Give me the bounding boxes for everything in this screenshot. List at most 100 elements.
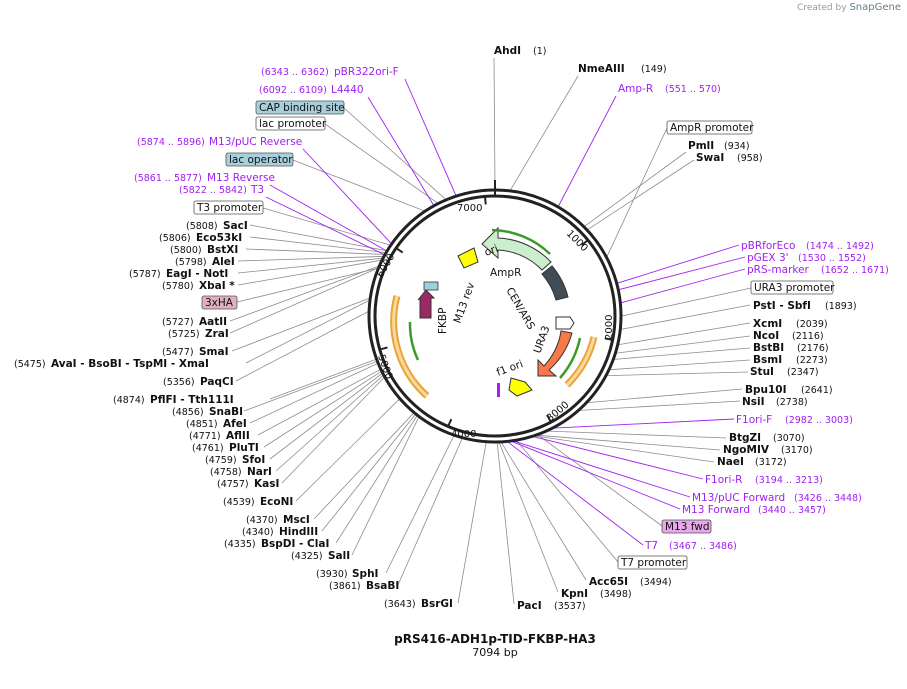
site-bstbi[interactable]: BstBI bbox=[753, 342, 784, 354]
site-swai-pos: (958) bbox=[737, 153, 763, 164]
primer-t7[interactable]: T7 bbox=[644, 540, 658, 552]
m13-rev-feature bbox=[423, 281, 439, 291]
site-eco53ki[interactable]: Eco53kI bbox=[196, 232, 242, 244]
site-aflii[interactable]: AflII bbox=[226, 430, 250, 442]
feature-leader bbox=[292, 159, 425, 212]
primer-m13-puc-forward[interactable]: M13/pUC Forward bbox=[692, 492, 785, 504]
site-afei[interactable]: AfeI bbox=[223, 418, 247, 430]
site-hindiii[interactable]: HindIII bbox=[279, 526, 318, 538]
site-nmeaiii[interactable]: NmeAIII bbox=[578, 63, 625, 75]
site-xcmi[interactable]: XcmI bbox=[753, 318, 782, 330]
site-saci[interactable]: SacI bbox=[223, 220, 248, 232]
site-leader bbox=[275, 375, 384, 472]
site-alei-pos: (5798) bbox=[175, 257, 207, 268]
site-bpu10i[interactable]: Bpu10I bbox=[745, 384, 787, 396]
site-pmli-pos: (934) bbox=[724, 141, 750, 152]
site-leader bbox=[237, 257, 382, 274]
site-pmli[interactable]: PmlI bbox=[688, 140, 714, 152]
site-psti-sbfi[interactable]: PstI - SbfI bbox=[753, 300, 811, 312]
site-bsrgi[interactable]: BsrGI bbox=[421, 598, 453, 610]
primer-m13-forward[interactable]: M13 Forward bbox=[682, 504, 750, 516]
site-pflfi-tth111i[interactable]: PflFI - Tth111I bbox=[150, 394, 234, 406]
site-sfoi-pos: (4759) bbox=[205, 455, 237, 466]
primer-leader bbox=[619, 256, 746, 291]
feature-t7-promoter-box[interactable] bbox=[617, 555, 688, 570]
site-leader bbox=[538, 434, 721, 451]
primer-f1ori-f[interactable]: F1ori-F bbox=[736, 414, 772, 426]
primer-prs-marker[interactable]: pRS-marker bbox=[747, 264, 810, 276]
tick-label-7000: 7000 bbox=[457, 203, 482, 214]
site-smai[interactable]: SmaI bbox=[199, 346, 229, 358]
feature-3xha-box[interactable] bbox=[201, 295, 238, 310]
feature-cap-binding-site-box[interactable] bbox=[255, 100, 345, 115]
site-leader bbox=[587, 159, 695, 230]
site-leader bbox=[536, 435, 715, 463]
primer-l4440[interactable]: L4440 bbox=[331, 84, 364, 96]
site-stui[interactable]: StuI bbox=[750, 366, 774, 378]
cen-ars-label: CEN/ARS bbox=[503, 286, 537, 333]
site-sphi[interactable]: SphI bbox=[352, 568, 378, 580]
site-bstxi[interactable]: BstXI bbox=[207, 244, 238, 256]
site-hindiii-pos: (4340) bbox=[242, 527, 274, 538]
site-pluti[interactable]: PluTI bbox=[229, 442, 259, 454]
site-leader bbox=[281, 377, 385, 484]
cen-ars-feature bbox=[541, 265, 569, 301]
site-avai-bsobi-tspmi-xmai[interactable]: AvaI - BsoBI - TspMI - XmaI bbox=[51, 358, 209, 370]
feature-ampr-promoter-box[interactable] bbox=[666, 120, 753, 135]
site-bspdi-clai[interactable]: BspDI - ClaI bbox=[261, 538, 329, 550]
site-bsrgi-pos: (3643) bbox=[384, 599, 416, 610]
feature-t3-promoter-box[interactable] bbox=[193, 200, 264, 215]
branding-prefix: Created by bbox=[797, 3, 847, 13]
site-xbai[interactable]: XbaI * bbox=[199, 280, 235, 292]
site-alei[interactable]: AleI bbox=[212, 256, 235, 268]
site-swai[interactable]: SwaI bbox=[696, 152, 724, 164]
primer-m13-reverse[interactable]: M13 Reverse bbox=[207, 172, 275, 184]
site-zrai[interactable]: ZraI bbox=[205, 328, 229, 340]
primer-t3[interactable]: T3 bbox=[250, 184, 264, 196]
site-econi[interactable]: EcoNI bbox=[260, 496, 293, 508]
site-snabi[interactable]: SnaBI bbox=[209, 406, 243, 418]
site-nari[interactable]: NarI bbox=[247, 466, 272, 478]
primer-m13-forward-range: (3440 .. 3457) bbox=[758, 505, 826, 516]
site-bsmi[interactable]: BsmI bbox=[753, 354, 782, 366]
site-kpni[interactable]: KpnI bbox=[561, 588, 588, 600]
site-eagi-noti[interactable]: EagI - NotI bbox=[166, 268, 228, 280]
site-btgzi[interactable]: BtgZI bbox=[729, 432, 761, 444]
site-leader bbox=[295, 399, 400, 502]
feature-lac-promoter-box[interactable] bbox=[255, 116, 326, 131]
site-kasi[interactable]: KasI bbox=[254, 478, 279, 490]
primer-labels: (6343 .. 6362) pBR322ori-F (6092 .. 6109… bbox=[134, 66, 889, 552]
feature-t3-promoter: T3 promoter bbox=[196, 202, 263, 214]
site-ahdi[interactable]: AhdI bbox=[494, 45, 521, 57]
site-naei[interactable]: NaeI bbox=[717, 456, 744, 468]
site-ncoi[interactable]: NcoI bbox=[753, 330, 779, 342]
primer-f1ori-r[interactable]: F1ori-R bbox=[705, 474, 742, 486]
feature-ampr-promoter: AmpR promoter bbox=[670, 122, 754, 134]
primer-pbrforeco[interactable]: pBRforEco bbox=[741, 240, 795, 252]
site-paqci[interactable]: PaqCI bbox=[200, 376, 234, 388]
primer-amp-r[interactable]: Amp-R bbox=[618, 83, 653, 95]
site-leader bbox=[457, 442, 487, 604]
feature-lac-operator-box[interactable] bbox=[225, 152, 294, 167]
site-paci[interactable]: PacI bbox=[517, 600, 542, 612]
site-ngomiv[interactable]: NgoMIV bbox=[723, 444, 770, 456]
feature-m13-fwd-box[interactable] bbox=[661, 519, 712, 534]
primer-leader-lines bbox=[265, 78, 746, 546]
site-acc65i[interactable]: Acc65I bbox=[589, 576, 628, 588]
site-msci[interactable]: MscI bbox=[283, 514, 310, 526]
site-nsii[interactable]: NsiI bbox=[742, 396, 765, 408]
primer-m13-puc-reverse[interactable]: M13/pUC Reverse bbox=[209, 136, 302, 148]
site-sali[interactable]: SalI bbox=[328, 550, 350, 562]
site-kpni-pos: (3498) bbox=[600, 589, 632, 600]
site-bsabi[interactable]: BsaBI bbox=[366, 580, 399, 592]
site-leader bbox=[548, 430, 727, 439]
site-aatii[interactable]: AatII bbox=[199, 316, 227, 328]
site-ngomiv-pos: (3170) bbox=[781, 445, 813, 456]
primer-leader bbox=[617, 244, 740, 284]
feature-ura3-promoter-box[interactable] bbox=[750, 280, 834, 295]
primer-pbr322ori-f[interactable]: pBR322ori-F bbox=[334, 66, 399, 78]
primer-pgex-3[interactable]: pGEX 3' bbox=[747, 252, 789, 264]
site-eagi-noti-pos: (5787) bbox=[129, 269, 161, 280]
site-leader bbox=[263, 371, 382, 448]
site-sfoi[interactable]: SfoI bbox=[242, 454, 265, 466]
